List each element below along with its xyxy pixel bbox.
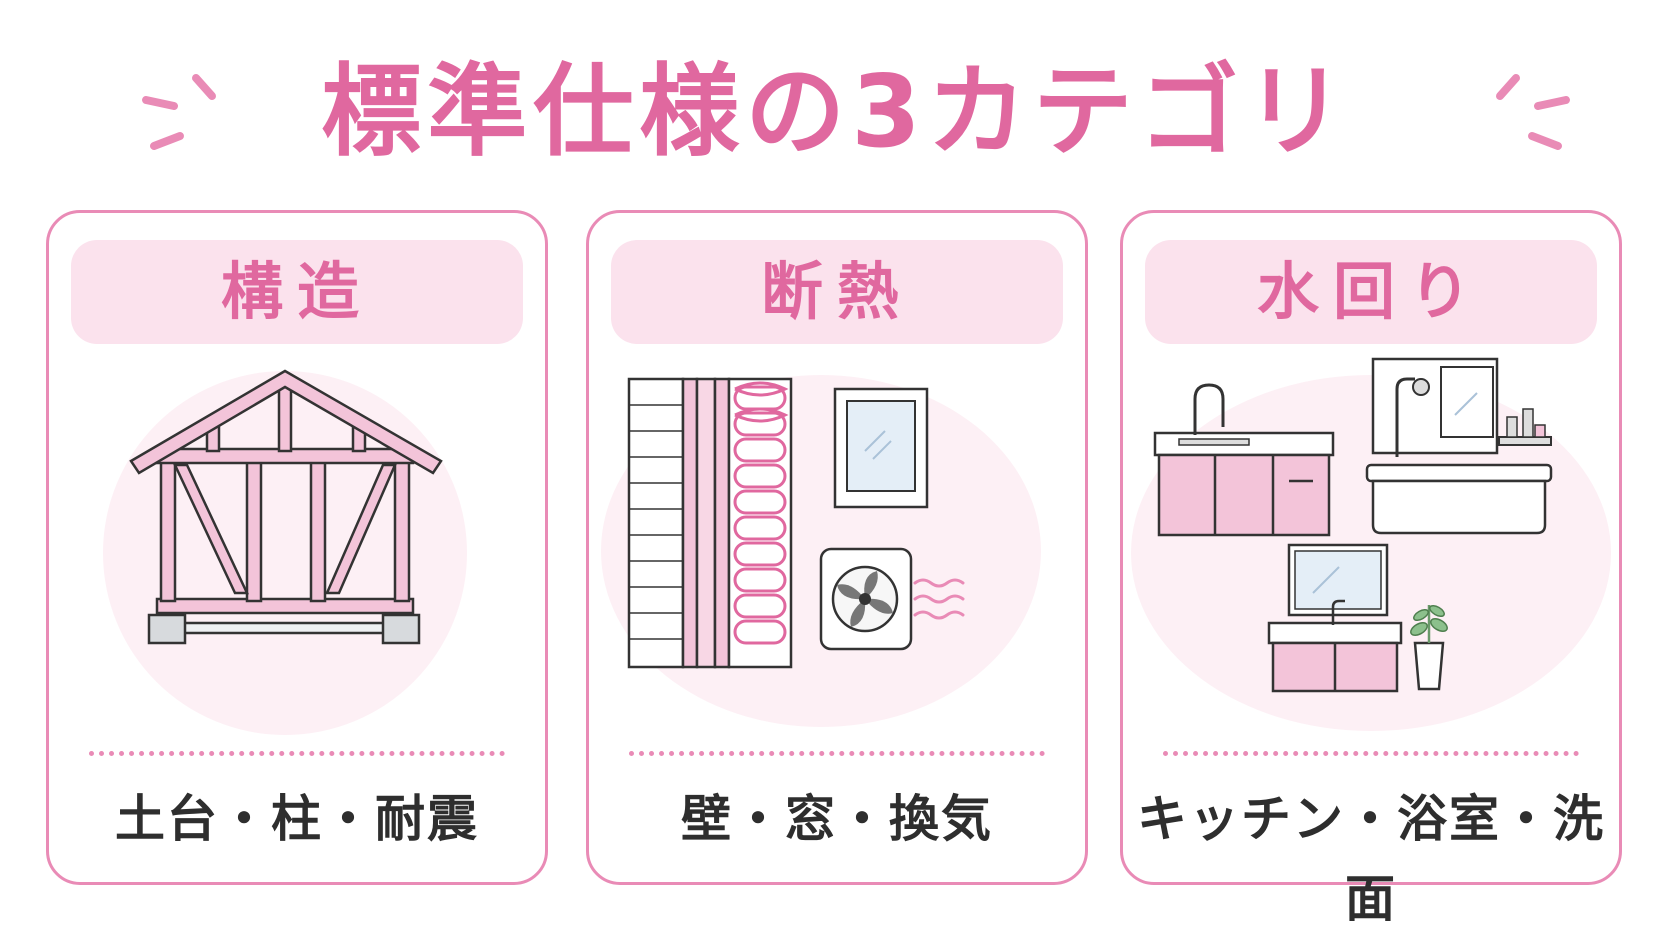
- dotted-divider: [1163, 751, 1579, 756]
- page-title: 標準仕様の3カテゴリ: [321, 53, 1351, 170]
- category-items: 土台・柱・耐震: [115, 790, 479, 848]
- category-items: キッチン・浴室・洗面: [1137, 790, 1605, 928]
- dotted-divider: [89, 751, 505, 756]
- dotted-divider: [629, 751, 1045, 756]
- category-card-water: 水回り: [1120, 210, 1622, 928]
- category-items: 壁・窓・換気: [681, 790, 993, 848]
- category-card-insulation: 断熱: [586, 210, 1088, 885]
- water-fixtures-icon: [1131, 357, 1611, 731]
- insulation-icon: [601, 375, 1041, 727]
- category-heading: 水回り: [1145, 240, 1597, 344]
- category-heading: 断熱: [611, 240, 1063, 344]
- burst-lines-left-icon: [142, 74, 216, 150]
- burst-lines-right-icon: [1496, 74, 1570, 150]
- house-frame-icon: [103, 369, 467, 735]
- category-card-structure: 構造 土台・柱・耐震: [46, 210, 548, 885]
- category-heading: 構造: [71, 240, 523, 344]
